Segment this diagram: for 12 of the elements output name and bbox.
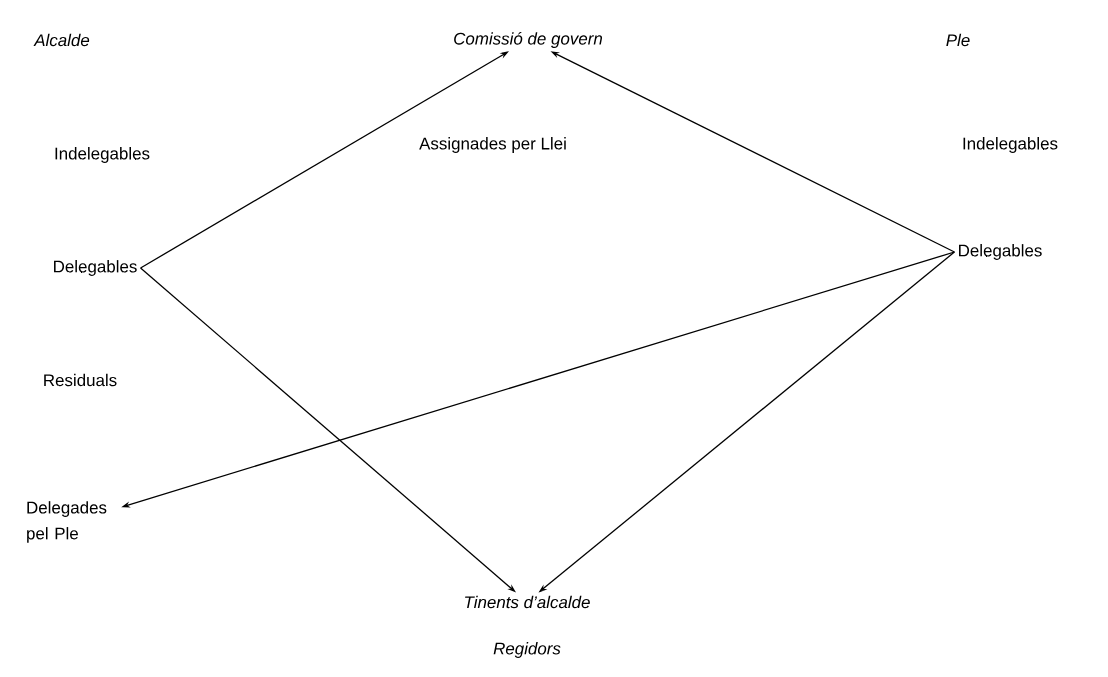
node-text: Delegables bbox=[54, 260, 137, 276]
label-text: Residuals bbox=[44, 373, 117, 387]
label-text: Regidors bbox=[493, 642, 561, 658]
label-text: Alcalde bbox=[33, 33, 90, 47]
node-text: Comissió de govern bbox=[454, 32, 603, 48]
label-text: Indelegables bbox=[963, 137, 1058, 153]
node-text: Delegables bbox=[959, 244, 1042, 260]
label-text: Ple bbox=[946, 33, 970, 47]
node-text: Delegades pel Ple bbox=[27, 501, 107, 543]
node-text: Tinents d’alcalde bbox=[465, 595, 590, 609]
label-text: Assignades per Llei bbox=[419, 137, 566, 153]
label-text: Indelegables bbox=[55, 147, 150, 163]
